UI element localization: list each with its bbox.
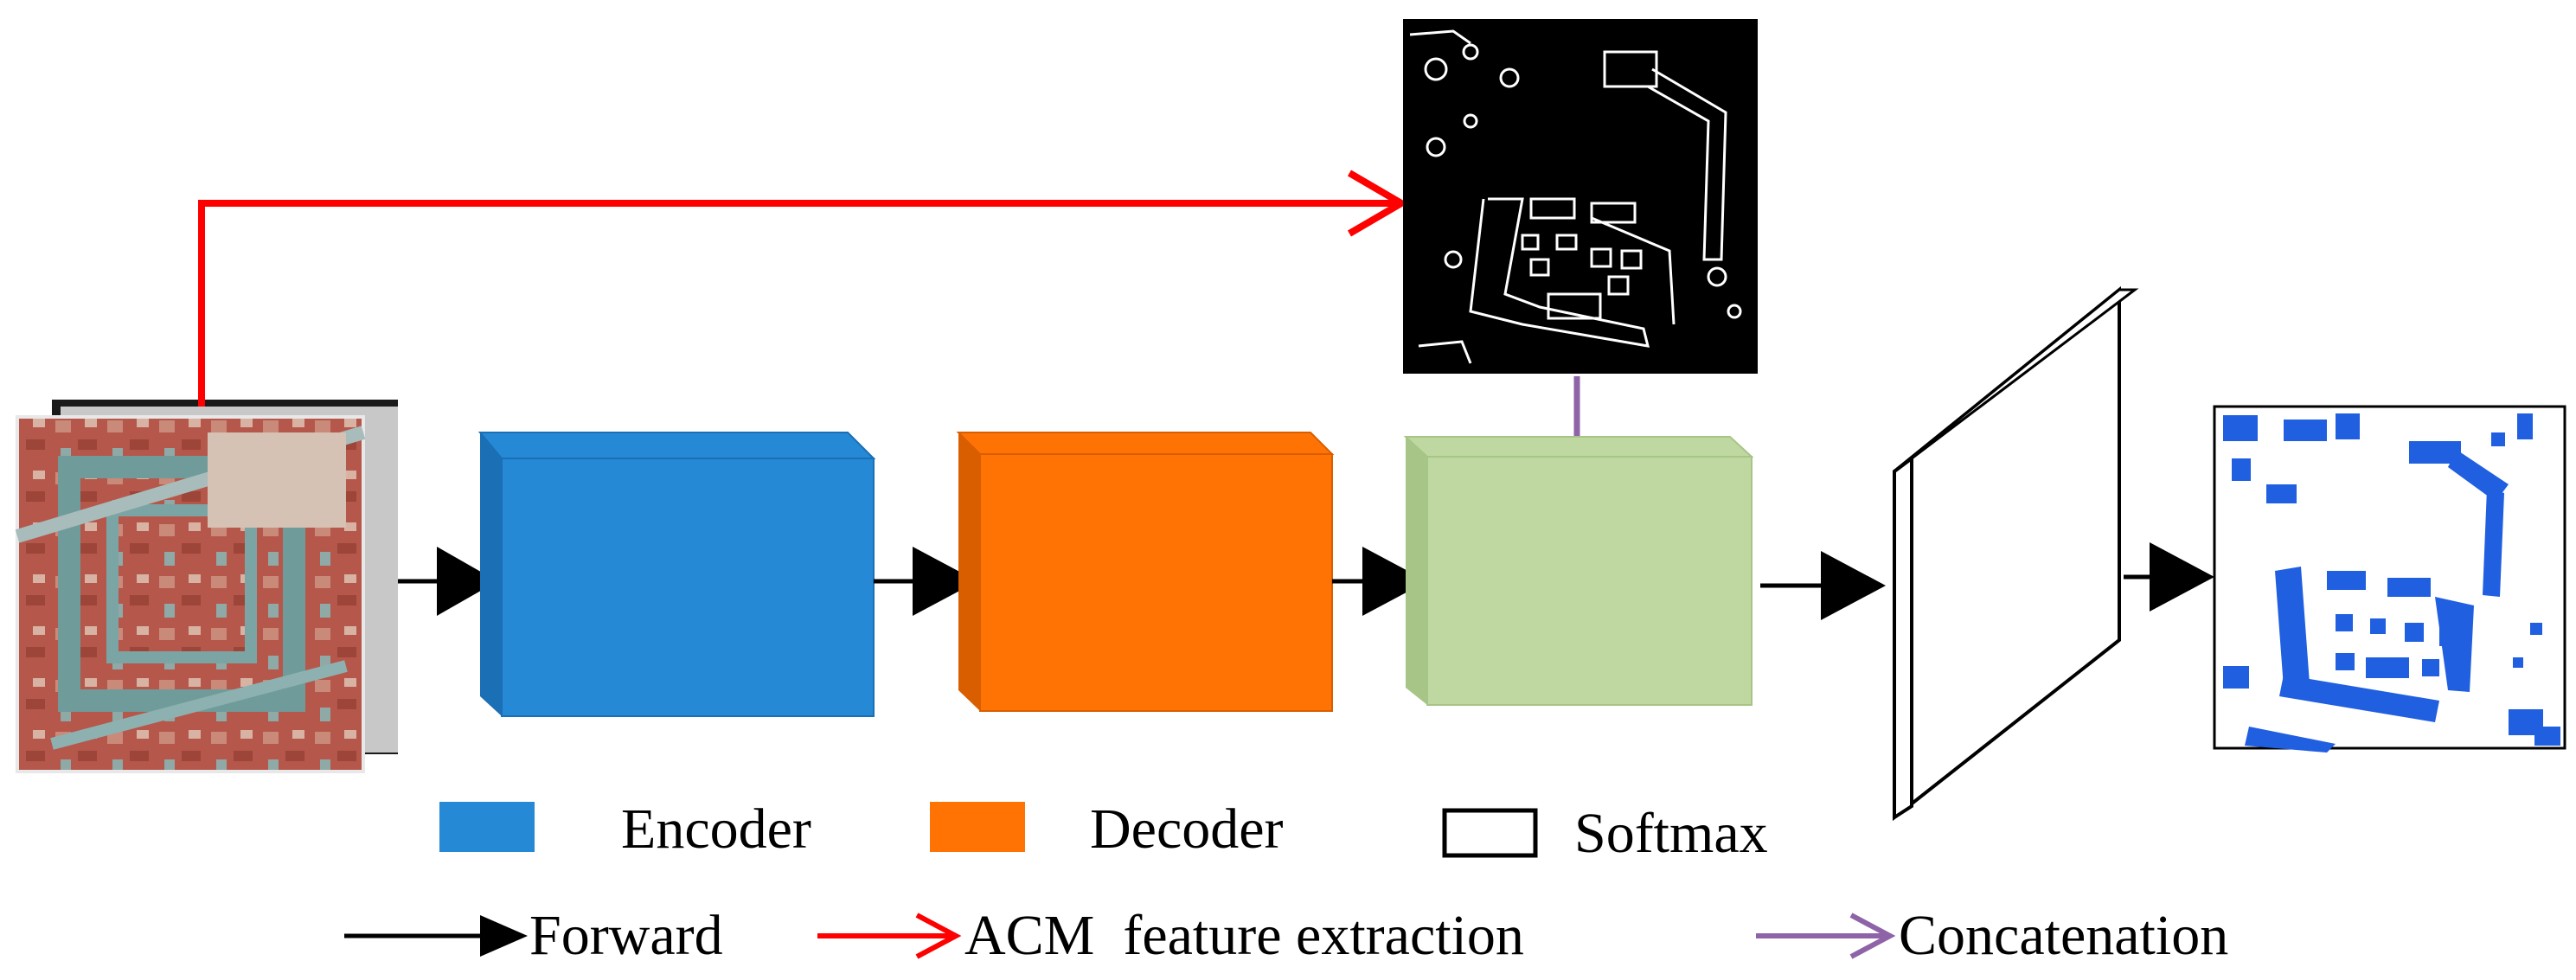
softmax-layer bbox=[1893, 285, 2139, 822]
decoder-legend-swatch bbox=[930, 802, 1025, 852]
legend-row-arrows: Forward ACM feature extraction Concatena… bbox=[344, 904, 2228, 967]
forward-legend-arrow bbox=[344, 915, 528, 957]
input-image-stack bbox=[15, 400, 398, 773]
acm-legend-arrow bbox=[817, 913, 962, 959]
acm-legend-label: ACM feature extraction bbox=[964, 904, 1524, 967]
acm-arrow-main bbox=[198, 170, 1408, 407]
forward-arrow-1 bbox=[398, 547, 497, 616]
softmax-legend-label: Softmax bbox=[1574, 802, 1768, 865]
edge-map-icon bbox=[1403, 19, 1758, 374]
encoder-legend-label: Encoder bbox=[621, 797, 811, 861]
encoder-legend-swatch bbox=[439, 802, 535, 852]
satellite-image-icon bbox=[15, 415, 366, 773]
forward-arrow-2 bbox=[874, 547, 977, 616]
forward-arrow-3 bbox=[1332, 547, 1427, 616]
concat-legend-arrow bbox=[1756, 913, 1896, 959]
forward-legend-label: Forward bbox=[529, 904, 723, 967]
encoder-block bbox=[477, 432, 876, 717]
forward-arrow-4 bbox=[1760, 551, 1886, 620]
softmax-legend-swatch bbox=[1442, 808, 1538, 858]
decoder-block bbox=[956, 432, 1335, 712]
concat-legend-label: Concatenation bbox=[1899, 904, 2228, 967]
decoder-legend-label: Decoder bbox=[1090, 797, 1284, 861]
legend-row-primary: Encoder Decoder Softmax bbox=[439, 797, 1768, 865]
fusion-block bbox=[1403, 436, 1754, 706]
forward-arrow-5 bbox=[2124, 542, 2214, 612]
segmentation-map-icon bbox=[2213, 405, 2566, 753]
